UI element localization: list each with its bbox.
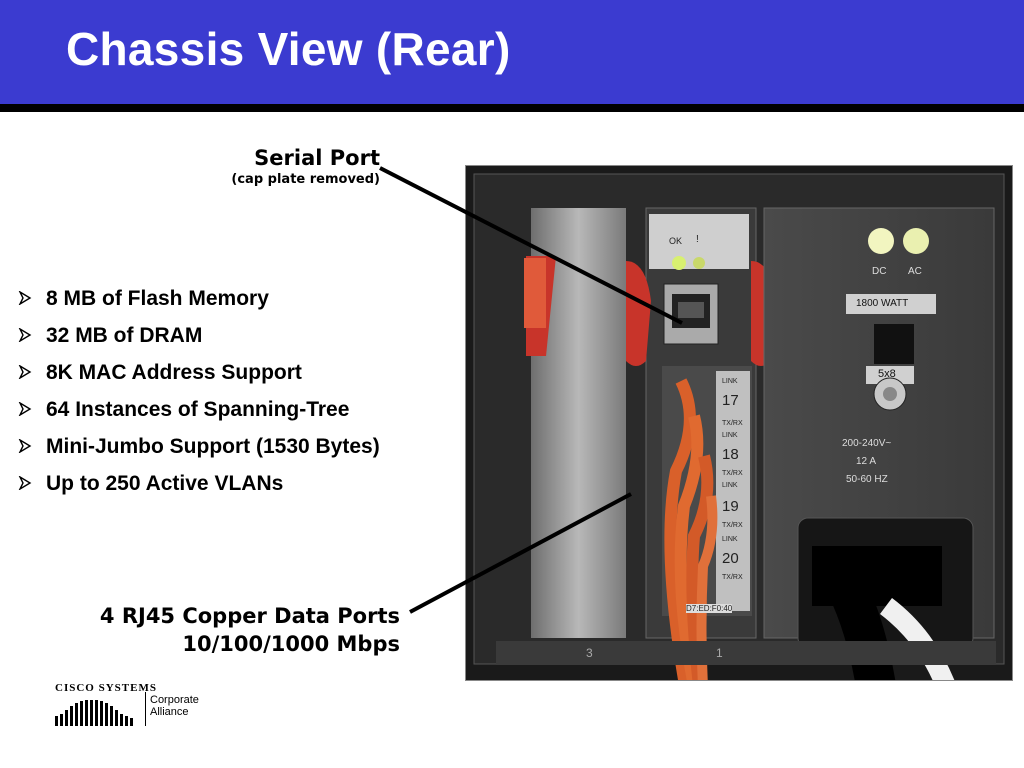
arrow-bullet-icon [18,469,46,499]
serial-port-callout: Serial Port (cap plate removed) [150,146,380,187]
port-link-label: LINK [722,482,738,489]
bullet-text: 32 MB of DRAM [46,323,203,347]
bullet-item: Up to 250 Active VLANs [18,465,380,502]
port-txrx-label: TX/RX [722,470,743,477]
arrow-bullet-icon [18,395,46,425]
alert-led [693,257,705,269]
ac-label: AC [908,266,922,277]
data-ports-leader-line [409,492,632,614]
bullet-item: 8K MAC Address Support [18,354,380,391]
slide-title: Chassis View (Rear) [66,23,511,75]
bullet-text: 64 Instances of Spanning-Tree [46,397,350,421]
data-ports-callout: 4 RJ45 Copper Data Ports 10/100/1000 Mbp… [20,602,400,658]
port-txrx-label: TX/RX [722,574,743,581]
port-20-label: 20 [722,550,739,567]
serial-port-leader-line [379,166,683,325]
title-bar [0,0,1024,104]
dc-led [868,228,894,254]
ac-led [903,228,929,254]
bullet-item: Mini-Jumbo Support (1530 Bytes) [18,428,380,465]
port-17-label: 17 [722,392,739,409]
feature-list: 8 MB of Flash Memory 32 MB of DRAM 8K MA… [18,280,380,502]
port-txrx-label: TX/RX [722,522,743,529]
cisco-logo: Cisco Systems Corporate Alliance [55,680,255,730]
tagline-line-1: Corporate [150,694,199,706]
frequency-label: 50-60 HZ [846,474,888,485]
arrow-bullet-icon [18,432,46,462]
fuse-label: 5x8 [878,368,896,380]
port-19-label: 19 [722,498,739,515]
slot-3-label: 3 [586,646,593,660]
arrow-bullet-icon [18,358,46,388]
mac-address-label: D7:ED:F0:40 [686,604,733,613]
bullet-text: Up to 250 Active VLANs [46,471,284,495]
bullet-text: 8K MAC Address Support [46,360,302,384]
data-ports-label: 4 RJ45 Copper Data Ports [99,604,400,628]
data-ports-speed: 10/100/1000 Mbps [182,632,400,656]
port-link-label: LINK [722,378,738,385]
voltage-label: 200-240V~ [842,438,892,449]
bullet-item: 64 Instances of Spanning-Tree [18,391,380,428]
wattage-label: 1800 WATT [856,298,909,309]
bullet-text: 8 MB of Flash Memory [46,286,269,310]
alert-label: ! [696,234,699,245]
bullet-text: Mini-Jumbo Support (1530 Bytes) [46,434,380,458]
port-link-label: LINK [722,536,738,543]
amps-label: 12 A [856,456,877,467]
serial-port-label: Serial Port [254,146,380,170]
cisco-bridge-icon [55,700,133,726]
bullet-item: 32 MB of DRAM [18,317,380,354]
title-rule [0,104,1024,112]
port-link-label: LINK [722,432,738,439]
slot-1-label: 1 [716,646,723,660]
arrow-bullet-icon [18,284,46,314]
bullet-item: 8 MB of Flash Memory [18,280,380,317]
ok-led [672,256,686,270]
logo-tagline: Corporate Alliance [150,694,199,718]
chassis-rear-photo: OK ! DC AC 1800 WATT 5x8 200-240V~ 12 A … [465,165,1013,681]
tagline-line-2: Alliance [150,706,189,718]
serial-port-note: (cap plate removed) [231,172,380,187]
arrow-bullet-icon [18,321,46,351]
logo-divider [145,692,146,726]
port-18-label: 18 [722,446,739,463]
chassis-illustration [466,166,1012,680]
brand-name: Cisco Systems [55,682,157,694]
dc-label: DC [872,266,887,277]
ok-label: OK [669,236,683,246]
port-txrx-label: TX/RX [722,420,743,427]
